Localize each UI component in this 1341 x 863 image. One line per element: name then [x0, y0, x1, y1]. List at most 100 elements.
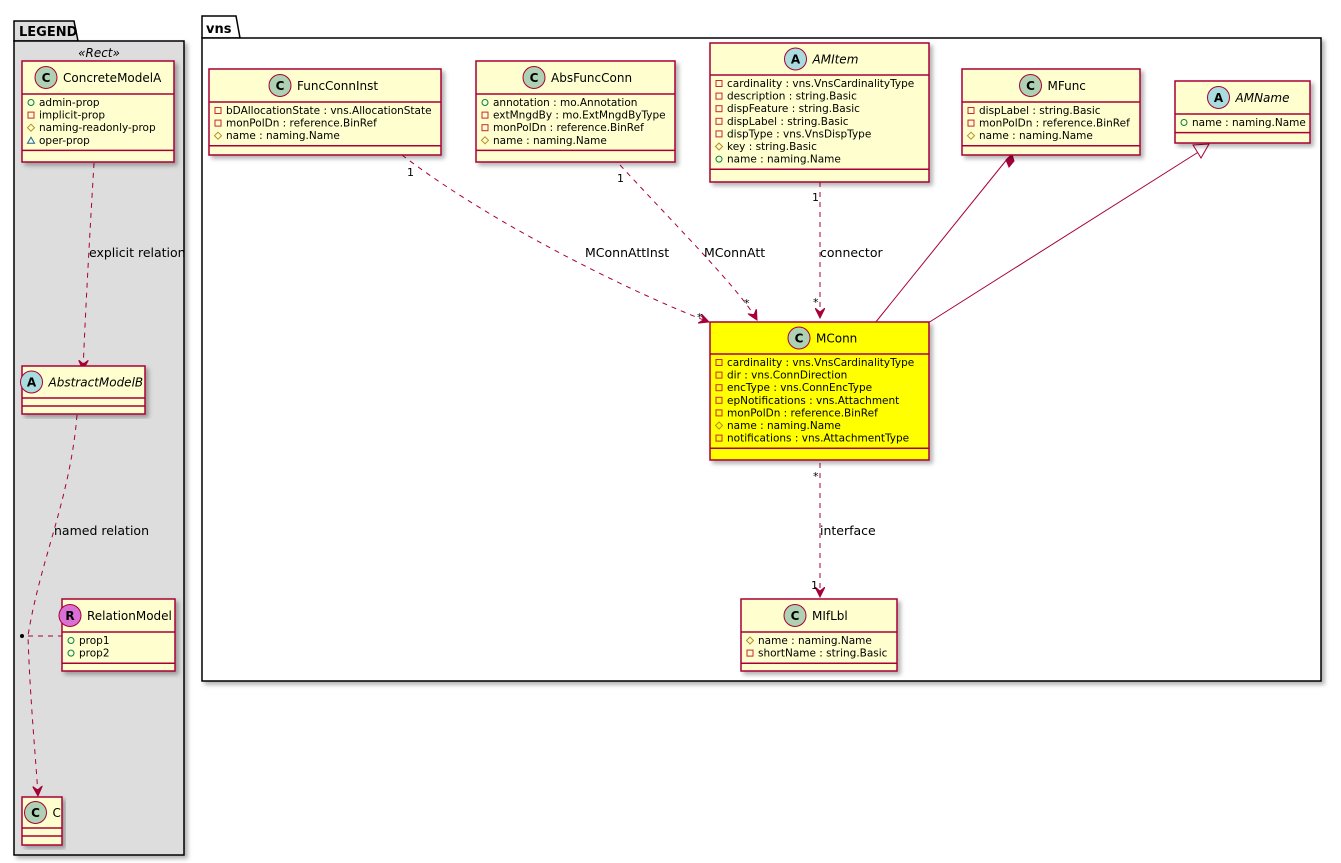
class-attribute: monPolDn : reference.BinRef — [493, 122, 644, 134]
mconnattinst-edge[interactable] — [401, 154, 709, 322]
interface-label: interface — [820, 523, 876, 538]
named-relation-edge[interactable] — [27, 414, 78, 796]
amname-generalization-edge[interactable] — [927, 150, 1201, 324]
class-name: RelationModel — [87, 609, 172, 623]
class-attribute: extMngdBy : mo.ExtMngdByType — [493, 110, 666, 122]
private-visibility-icon — [715, 80, 723, 87]
interface-dst-multiplicity: 1 — [811, 579, 818, 592]
legend-stereotype: «Rect» — [78, 46, 120, 60]
mfunc-composition-edge[interactable] — [874, 157, 1009, 324]
protected-visibility-icon — [26, 123, 36, 132]
protected-visibility-icon — [714, 421, 724, 430]
class-attribute: dir : vns.ConnDirection — [727, 370, 847, 382]
class-kind-icon — [787, 326, 811, 350]
connector-src-multiplicity: 1 — [812, 191, 819, 204]
class-box — [740, 598, 898, 672]
class-attribute: name : naming.Name — [727, 154, 841, 166]
relation-junction-dot — [20, 634, 24, 638]
mconnattinst-dst-multiplicity: * — [697, 311, 703, 324]
class-name: C — [53, 806, 61, 820]
class-amname[interactable]: A AMName name : naming.Name — [1174, 80, 1311, 144]
class-attribute: name : naming.Name — [727, 420, 841, 432]
private-visibility-icon — [715, 371, 723, 379]
class-name: AbsFuncConn — [551, 71, 632, 85]
private-visibility-icon — [481, 124, 489, 132]
connector-dst-multiplicity: * — [813, 296, 819, 309]
class-kind-letter: C — [276, 79, 285, 93]
public-visibility-icon — [481, 99, 489, 106]
class-attribute: prop1 — [79, 635, 110, 647]
mconnatt-src-multiplicity: 1 — [617, 172, 624, 185]
class-funcconninst[interactable]: C FuncConnInst bDAllocationState : vns.All… — [208, 68, 442, 156]
class-attribute: name : naming.Name — [1192, 117, 1306, 129]
class-kind-letter: C — [530, 71, 539, 85]
class-name: MConn — [816, 332, 857, 346]
class-attribute: key : string.Basic — [727, 141, 817, 153]
class-kind-icon — [20, 370, 43, 394]
class-attribute: admin-prop — [39, 97, 100, 109]
mconnatt-dst-multiplicity: * — [744, 297, 750, 310]
class-name: FuncConnInst — [297, 79, 378, 93]
protected-visibility-icon — [714, 142, 724, 151]
class-kind-icon — [784, 47, 807, 71]
class-attribute: monPolDn : reference.BinRef — [979, 118, 1130, 130]
private-visibility-icon — [715, 92, 723, 100]
class-kind-icon — [268, 74, 292, 97]
explicit-relation-edge[interactable] — [83, 162, 95, 370]
class-attribute: name : naming.Name — [493, 135, 607, 147]
composition-diamond-icon — [1005, 153, 1015, 168]
class-name: MIfLbl — [812, 609, 848, 623]
private-visibility-icon — [214, 119, 222, 127]
mconnatt-edge[interactable] — [619, 164, 757, 320]
class-kind-letter: A — [1214, 91, 1224, 105]
class-attribute: dispFeature : string.Basic — [727, 103, 860, 115]
class-name: AMName — [1235, 91, 1290, 105]
class-attribute: description : string.Basic — [727, 91, 857, 103]
class-kind-letter: R — [65, 609, 74, 623]
class-kind-letter: C — [1026, 79, 1035, 93]
public-visibility-icon — [1180, 119, 1188, 126]
class-attribute: dispLabel : string.Basic — [979, 105, 1101, 117]
vns-title: vns — [206, 22, 232, 37]
class-attribute: dispLabel : string.Basic — [727, 116, 849, 128]
protected-visibility-icon — [480, 136, 490, 145]
private-visibility-icon — [27, 111, 35, 119]
class-attribute: implicit-prop — [39, 110, 105, 122]
public-visibility-icon — [27, 99, 35, 106]
private-visibility-icon — [715, 396, 723, 404]
mconnatt-label: MConnAtt — [704, 245, 765, 260]
class-kind-letter: A — [27, 376, 37, 390]
class-kind-letter: C — [795, 332, 804, 346]
class-attribute: naming-readonly-prop — [39, 122, 156, 134]
class-attribute: bDAllocationState : vns.AllocationState — [226, 105, 432, 117]
class-box — [208, 68, 442, 156]
public-visibility-icon — [67, 649, 75, 657]
class-box — [709, 42, 930, 183]
private-visibility-icon — [967, 119, 975, 127]
private-visibility-icon — [715, 409, 723, 417]
legend-package: LEGEND «Rect» — [13, 20, 185, 856]
class-name: AMItem — [812, 53, 859, 67]
class-box — [709, 321, 930, 461]
class-attribute: notifications : vns.AttachmentType — [727, 433, 909, 445]
class-kind-letter: C — [791, 609, 800, 623]
class-attribute: name : naming.Name — [979, 130, 1093, 142]
private-visibility-icon — [967, 107, 975, 114]
explicit-relation-label: explicit relation — [89, 245, 186, 260]
class-box — [961, 68, 1141, 156]
edges-layer — [20, 143, 1210, 796]
class-kind-letter: C — [42, 71, 51, 85]
protected-visibility-icon — [966, 131, 976, 140]
